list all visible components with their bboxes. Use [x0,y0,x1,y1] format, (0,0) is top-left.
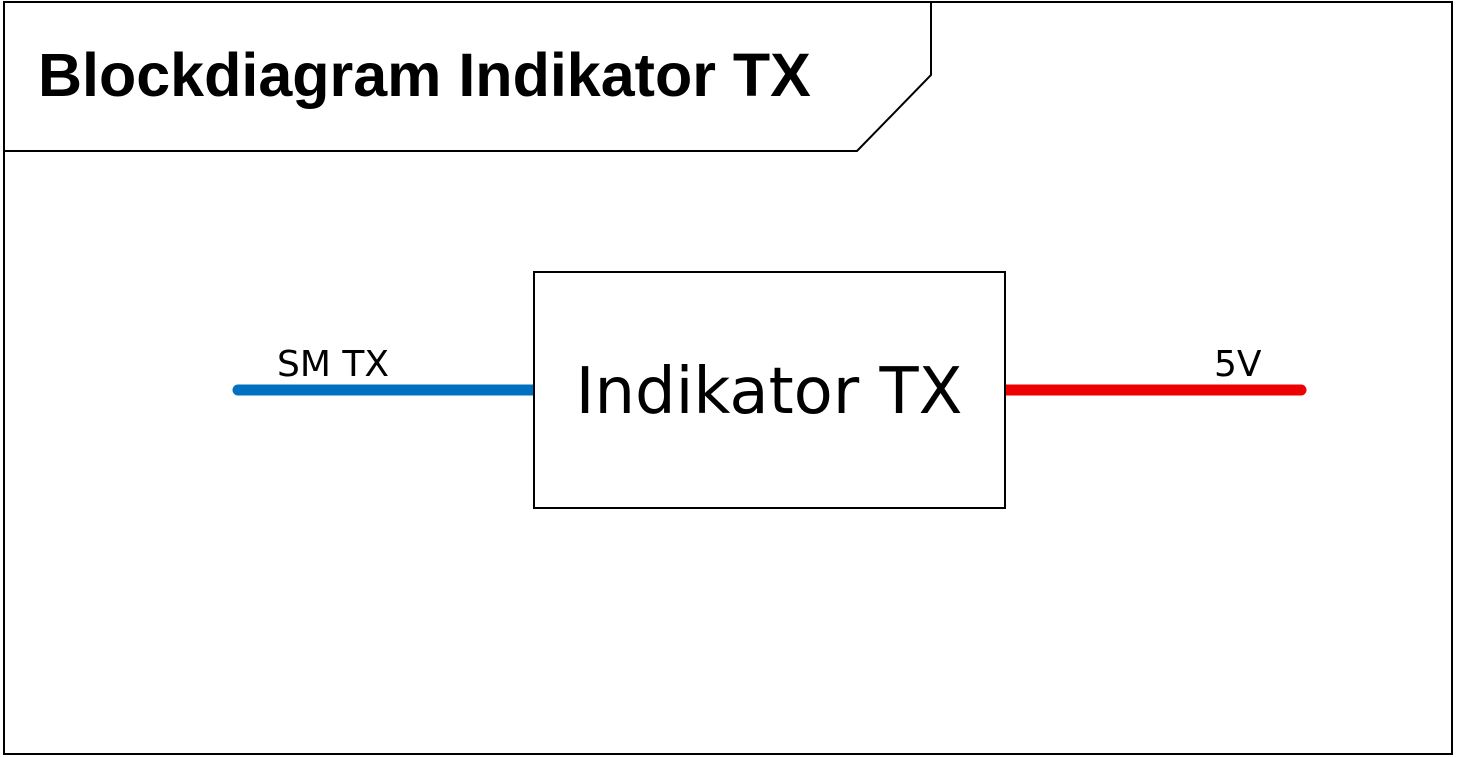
diagram-title: Blockdiagram Indikator TX [38,41,811,109]
block-label: Indikator TX [576,355,963,429]
title-tab [3,1,932,152]
output-wire-label: 5V [1214,344,1262,385]
indikator-tx-block [533,271,1006,509]
input-wire-label: SM TX [277,344,389,385]
